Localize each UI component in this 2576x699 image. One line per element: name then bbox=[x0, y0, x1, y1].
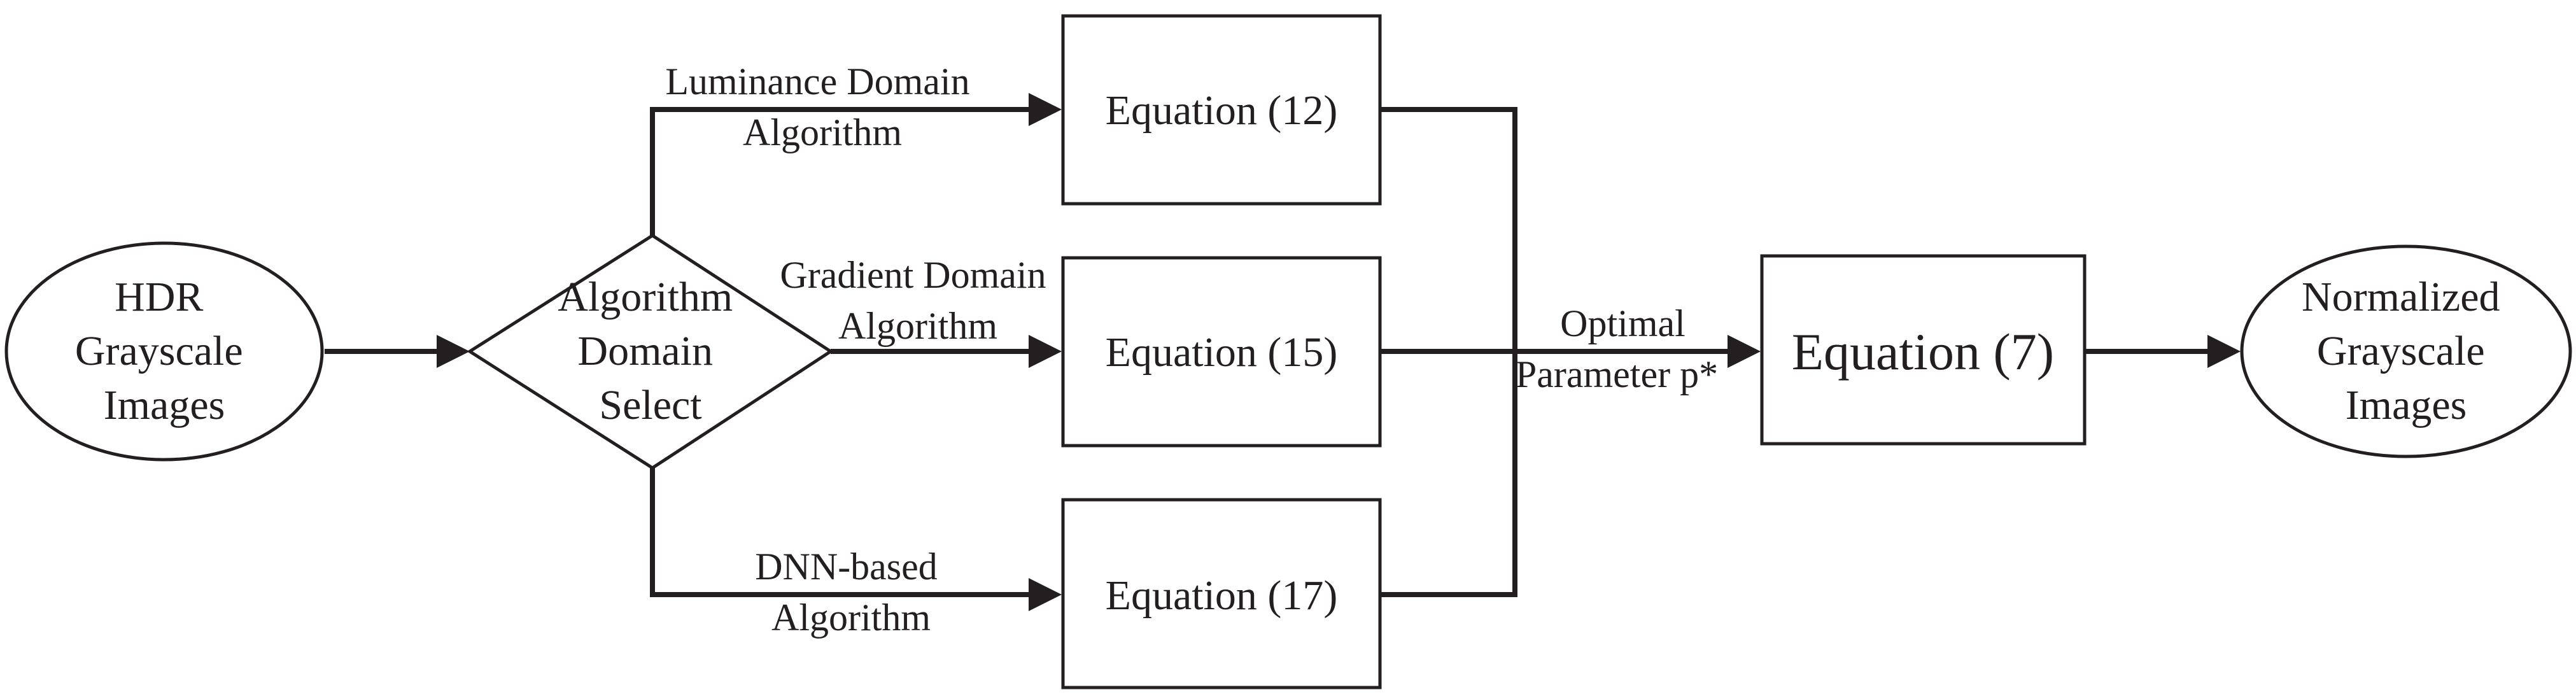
hdr-input-line-2: Grayscale bbox=[75, 328, 243, 374]
edge-select-to-eq17 bbox=[650, 468, 1031, 597]
output-line-2: Grayscale bbox=[2317, 328, 2485, 374]
arrowhead-eq7 bbox=[1728, 335, 1761, 368]
node-eq12: Equation (12) bbox=[1061, 14, 1382, 206]
arrowhead-eq17 bbox=[1029, 578, 1062, 611]
domain-select-line-2: Domain bbox=[577, 328, 713, 374]
arrowhead-select bbox=[437, 335, 470, 368]
edge-label-luminance-line-1: Luminance Domain bbox=[665, 60, 969, 102]
eq7-label: Equation (7) bbox=[1792, 323, 2054, 381]
output-ellipse bbox=[2240, 244, 2572, 458]
domain-select-diamond bbox=[467, 234, 834, 470]
edge-label-gradient-line-2: Algorithm bbox=[838, 305, 997, 347]
edge-label-gradient-line-1: Gradient Domain bbox=[780, 254, 1046, 296]
hdr-input-line-3: Images bbox=[104, 382, 225, 428]
edge-label-luminance: Luminance Domain Algorithm bbox=[665, 60, 979, 153]
connectors bbox=[325, 93, 2241, 611]
edge-label-optimal-line-2: Parameter p* bbox=[1516, 353, 1718, 395]
hdr-input-ellipse bbox=[4, 241, 324, 462]
output-line-3: Images bbox=[2346, 382, 2467, 428]
edge-label-dnn-line-1: DNN-based bbox=[755, 546, 938, 588]
node-output: Normalized Grayscale Images bbox=[2240, 244, 2572, 458]
edge-label-dnn: DNN-based Algorithm bbox=[755, 546, 947, 639]
eq17-box bbox=[1061, 498, 1382, 689]
node-domain-select: Algorithm Domain Select bbox=[467, 234, 834, 470]
arrowhead-output bbox=[2207, 335, 2241, 368]
domain-select-line-1: Algorithm bbox=[558, 274, 733, 320]
output-label: Normalized Grayscale Images bbox=[2302, 274, 2510, 428]
domain-select-label: Algorithm Domain Select bbox=[558, 274, 743, 428]
node-eq7: Equation (7) bbox=[1760, 254, 2087, 446]
hdr-input-label: HDR Grayscale Images bbox=[75, 274, 253, 428]
eq12-box bbox=[1061, 14, 1382, 206]
output-line-1: Normalized bbox=[2302, 274, 2500, 320]
eq17-label: Equation (17) bbox=[1106, 572, 1338, 619]
edge-label-dnn-line-2: Algorithm bbox=[771, 597, 931, 639]
eq15-box bbox=[1061, 256, 1382, 448]
edge-label-optimal: Optimal Parameter p* bbox=[1516, 302, 1718, 395]
arrowhead-eq15 bbox=[1029, 335, 1062, 368]
edge-label-luminance-line-2: Algorithm bbox=[743, 111, 902, 153]
node-hdr-input: HDR Grayscale Images bbox=[4, 241, 324, 462]
edge-label-gradient: Gradient Domain Algorithm bbox=[780, 254, 1055, 347]
eq15-label: Equation (15) bbox=[1106, 329, 1338, 376]
node-eq17: Equation (17) bbox=[1061, 498, 1382, 689]
eq7-box bbox=[1760, 254, 2087, 446]
hdr-input-line-1: HDR bbox=[115, 274, 203, 320]
arrowhead-eq12 bbox=[1029, 93, 1062, 126]
domain-select-line-3: Select bbox=[599, 382, 701, 428]
node-eq15: Equation (15) bbox=[1061, 256, 1382, 448]
edge-label-optimal-line-1: Optimal bbox=[1560, 302, 1686, 344]
edge-select-to-eq12 bbox=[650, 107, 1031, 236]
eq12-label: Equation (12) bbox=[1106, 87, 1338, 134]
